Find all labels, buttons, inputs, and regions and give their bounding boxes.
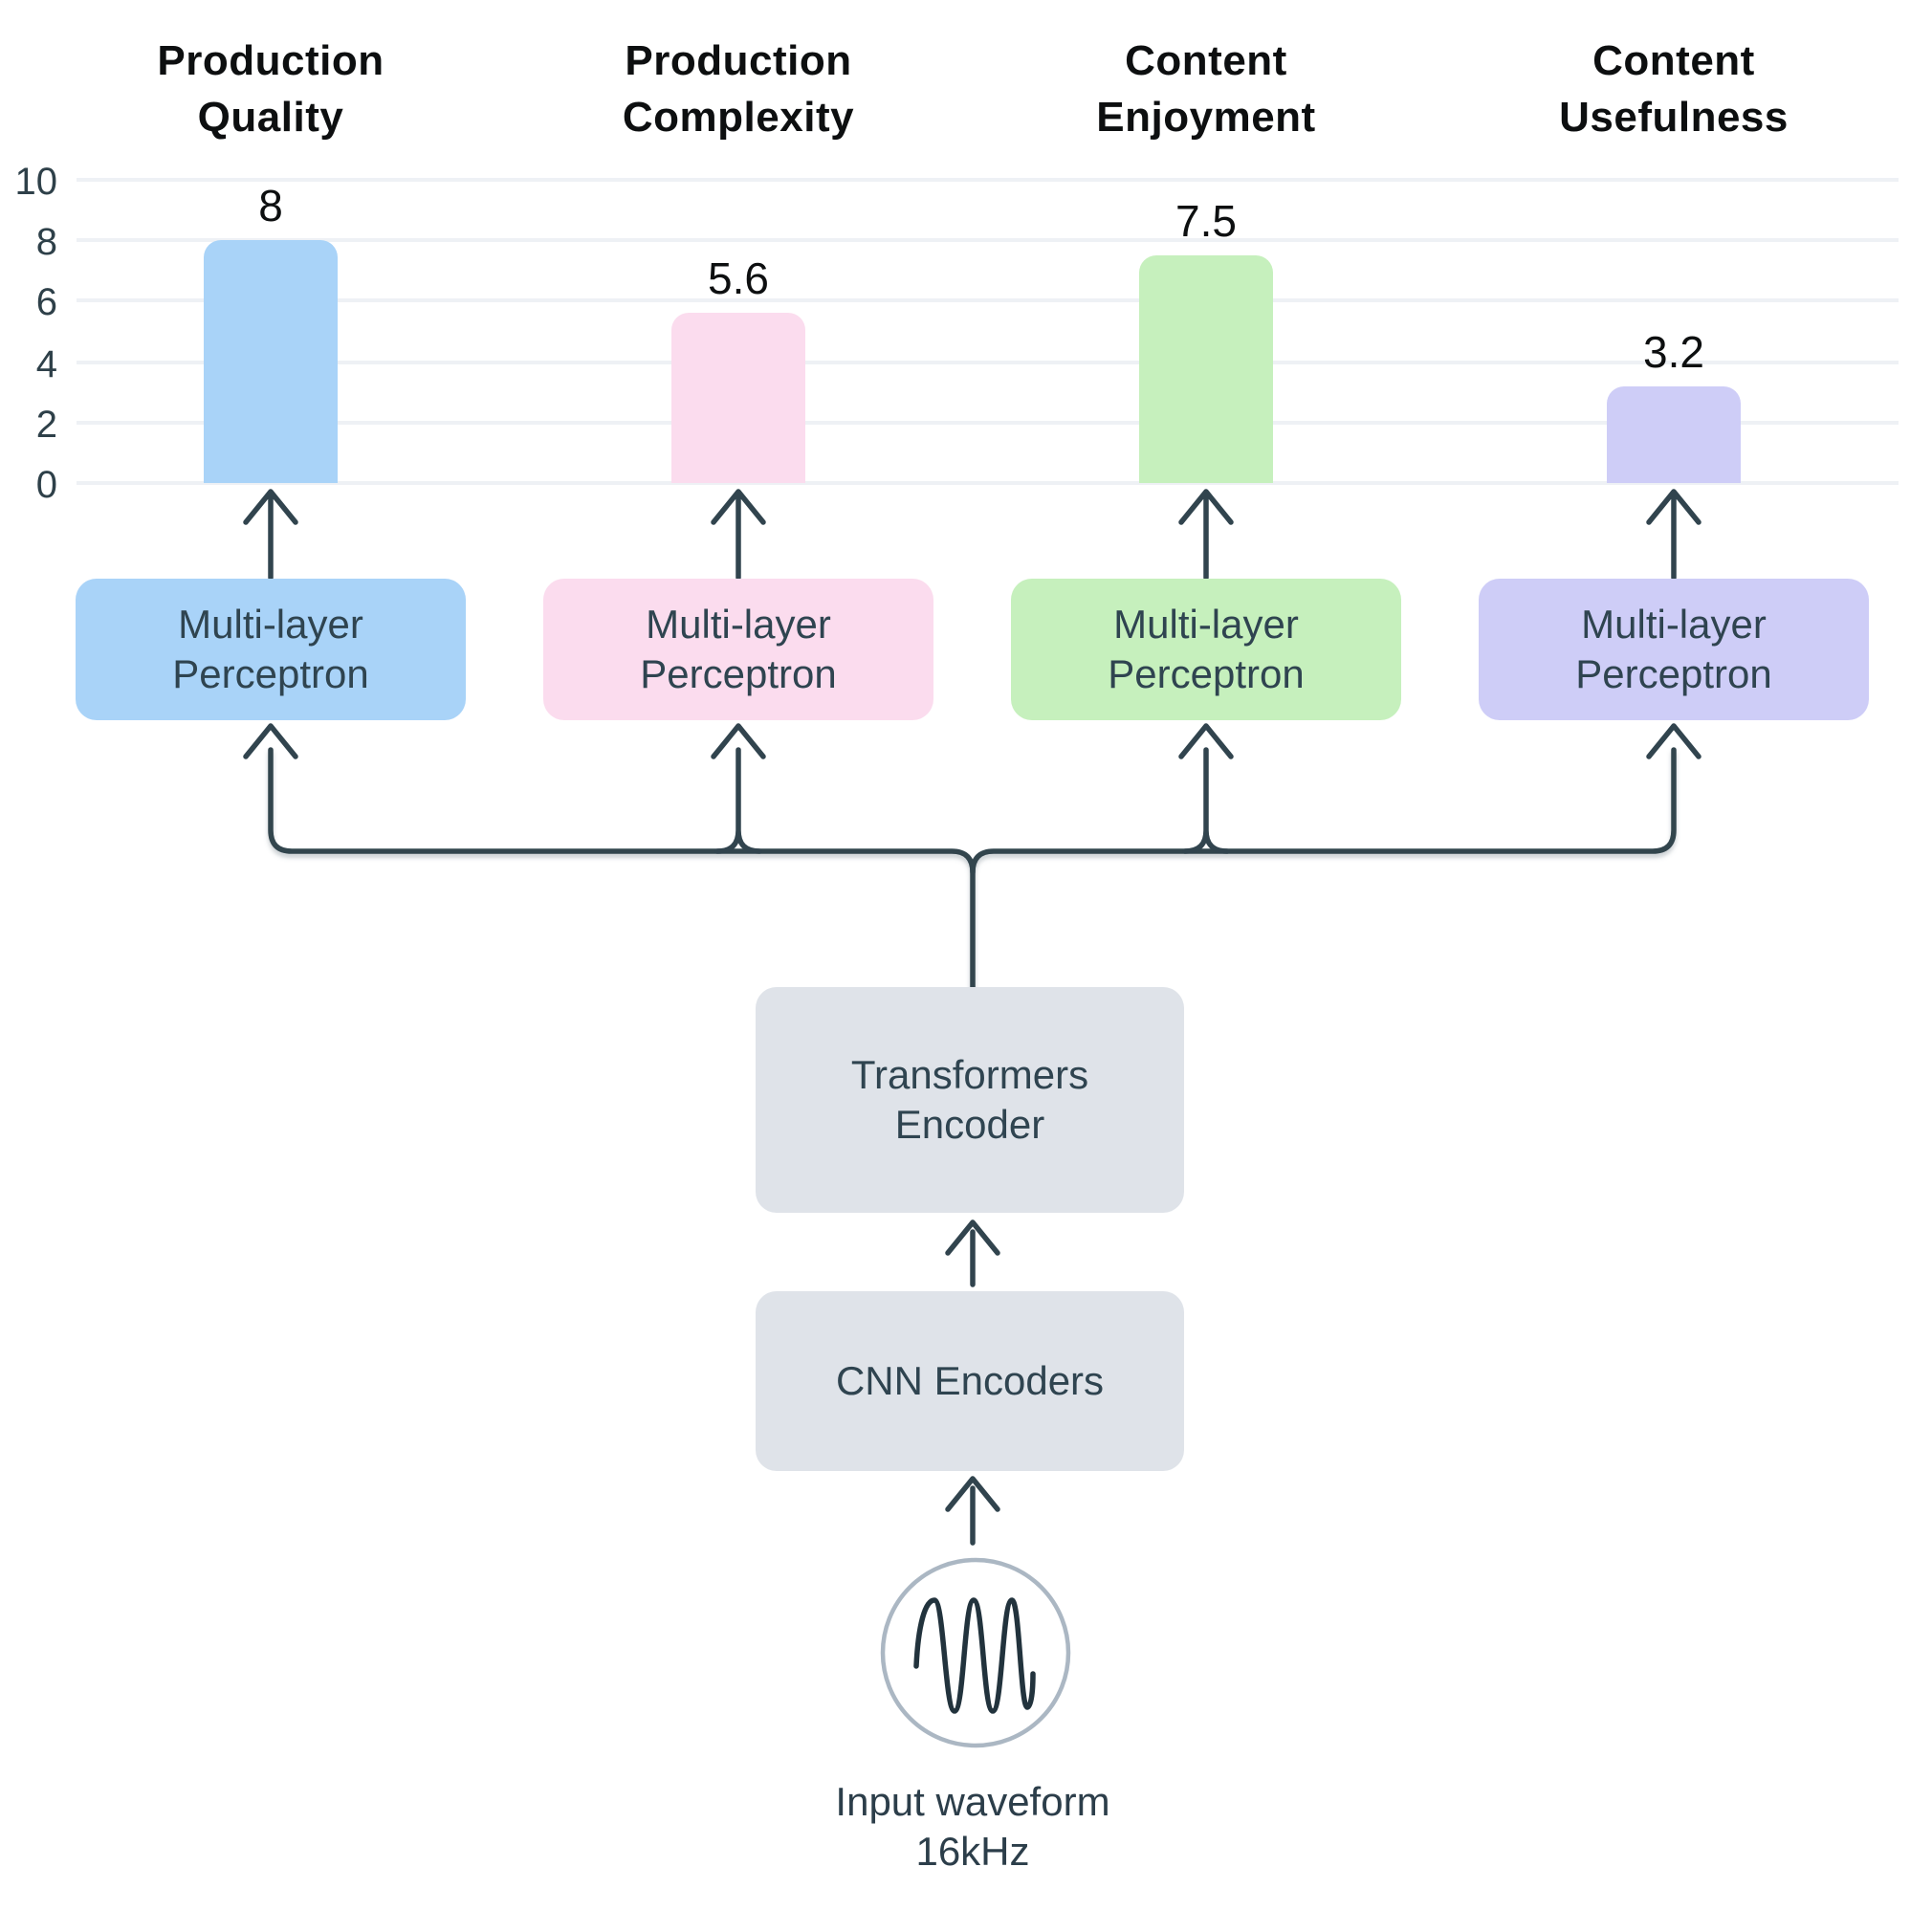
cnn-encoders-label: CNN Encoders [835, 1358, 1105, 1403]
arrow-input-to-cnn [945, 1476, 1000, 1546]
bar-value-label: 3.2 [1643, 327, 1704, 377]
gridline-10 [77, 178, 1899, 182]
bar-value-label: 8 [258, 181, 283, 231]
y-tick-2: 2 [35, 404, 57, 446]
y-tick-8: 8 [35, 221, 57, 263]
column-title-production-complexity: Production Complexity [622, 37, 855, 141]
y-tick-6: 6 [35, 281, 57, 323]
mlp-box-content-usefulness: Multi-layer Perceptron [1479, 579, 1869, 720]
mlp-box-label: Multi-layer Perceptron [1575, 602, 1772, 696]
gridline-4 [77, 361, 1899, 364]
bar-value-label: 5.6 [708, 253, 769, 303]
transformers-encoder-label: Transformers Encoder [850, 1052, 1089, 1147]
mlp-box-label: Multi-layer Perceptron [172, 602, 369, 696]
gridline-0 [77, 481, 1899, 485]
gridline-6 [77, 298, 1899, 302]
bar-value-label: 7.5 [1175, 196, 1237, 246]
mlp-box-production-quality: Multi-layer Perceptron [76, 579, 466, 720]
bar-production-quality [204, 240, 338, 483]
waveform-icon [880, 1557, 1071, 1748]
bar-production-complexity [671, 313, 805, 483]
branch-trunk [268, 747, 1677, 990]
gridline-2 [77, 421, 1899, 425]
arrow-mlp-to-bar [243, 489, 1701, 581]
arrowheads-trunk-to-mlp [243, 723, 1701, 759]
y-tick-0: 0 [35, 464, 57, 506]
column-title-production-quality: Production Quality [157, 37, 384, 141]
y-tick-4: 4 [35, 343, 57, 385]
branch-stems [714, 747, 1230, 854]
mlp-box-production-complexity: Multi-layer Perceptron [543, 579, 933, 720]
column-title-content-enjoyment: Content Enjoyment [1096, 37, 1316, 141]
y-tick-10: 10 [14, 161, 58, 203]
mlp-box-label: Multi-layer Perceptron [640, 602, 837, 696]
bar-content-usefulness [1607, 386, 1741, 483]
bar-content-enjoyment [1139, 255, 1273, 483]
gridline-8 [77, 238, 1899, 242]
mlp-box-label: Multi-layer Perceptron [1108, 602, 1305, 696]
arrow-cnn-to-transformers [945, 1219, 1000, 1287]
mlp-box-content-enjoyment: Multi-layer Perceptron [1011, 579, 1401, 720]
input-waveform-caption: Input waveform 16kHz [835, 1779, 1110, 1874]
column-title-content-usefulness: Content Usefulness [1559, 37, 1789, 141]
cnn-encoders-box: CNN Encoders [756, 1291, 1184, 1471]
transformers-encoder-box: Transformers Encoder [756, 987, 1184, 1213]
